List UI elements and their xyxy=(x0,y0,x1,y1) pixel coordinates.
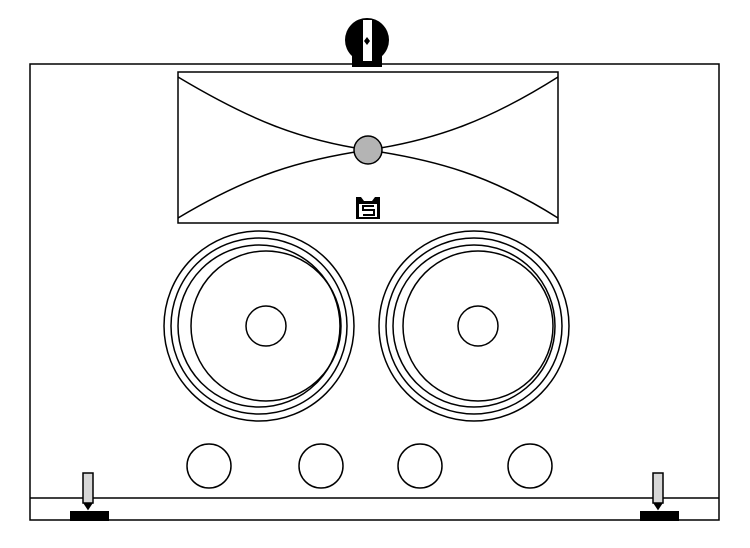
tweeter-dome xyxy=(353,135,383,165)
bass-port xyxy=(186,443,232,489)
foot-right xyxy=(640,472,679,521)
tweeter-horn xyxy=(177,71,559,224)
woofer-dustcap xyxy=(245,305,287,347)
woofer-dustcap xyxy=(457,305,499,347)
bass-port xyxy=(298,443,344,489)
bass-port xyxy=(397,443,443,489)
bass-port xyxy=(507,443,553,489)
woofer-right xyxy=(378,230,570,422)
brand-logo xyxy=(356,197,380,219)
top-knob xyxy=(345,18,389,67)
cabinet xyxy=(29,63,720,521)
foot-left xyxy=(70,472,109,521)
woofer-left xyxy=(163,230,355,422)
